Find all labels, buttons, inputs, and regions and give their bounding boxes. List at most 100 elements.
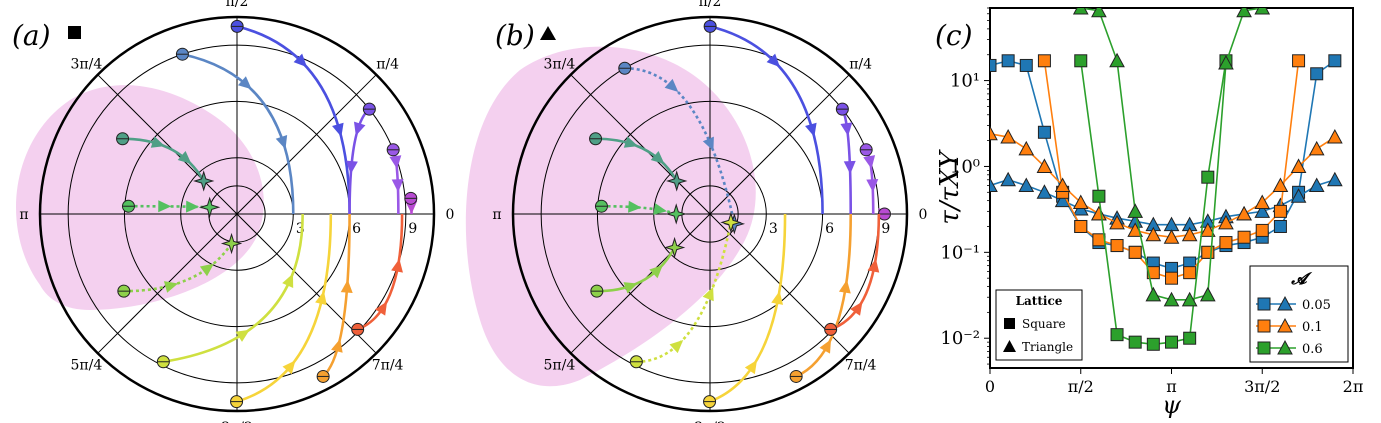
panel-a-trajectory bbox=[236, 213, 333, 403]
panel-b-angle-label: 3π/4 bbox=[544, 56, 576, 72]
x-tick-label: 3π/2 bbox=[1244, 377, 1280, 396]
data-point-square bbox=[1310, 67, 1324, 81]
data-point-square bbox=[1074, 54, 1088, 68]
y-tick-label: 10¹ bbox=[950, 71, 980, 92]
panel-b-trajectory-arrow bbox=[623, 136, 639, 148]
panel-b-fixed-point-star bbox=[720, 211, 742, 234]
panel-b-label: (b) bbox=[495, 19, 535, 52]
data-point-square bbox=[1037, 54, 1051, 68]
panel-b-angle-label: π/2 bbox=[699, 0, 722, 10]
panel-a-trajectory bbox=[182, 52, 295, 215]
panel-b-trajectory-arrow bbox=[805, 122, 817, 137]
legend-A-square bbox=[1257, 297, 1271, 311]
y-tick-label: 10⁻² bbox=[940, 328, 980, 349]
panel-a-angle-label: π bbox=[19, 207, 28, 223]
panel-b-trajectory-arrow bbox=[850, 301, 863, 316]
data-point-square bbox=[1001, 54, 1015, 68]
panel-a-trajectory-arrow bbox=[186, 200, 200, 213]
panel-a-label: (a) bbox=[12, 19, 51, 52]
panel-b-trajectory bbox=[624, 66, 736, 225]
data-point-triangle bbox=[1000, 128, 1016, 144]
panel-b-trajectory bbox=[830, 213, 881, 331]
panel-b-shaded-region bbox=[465, 46, 756, 387]
series-group bbox=[990, 8, 1343, 351]
data-point-triangle bbox=[990, 177, 998, 193]
data-point-triangle bbox=[1181, 226, 1198, 242]
panel-a-angle-label: 0 bbox=[446, 207, 455, 223]
data-point-triangle bbox=[990, 125, 998, 141]
panel-b-radial-label: 3 bbox=[769, 221, 778, 237]
data-point-triangle bbox=[1181, 291, 1198, 307]
x-tick-label: 2π bbox=[1343, 377, 1364, 396]
panel-a-trajectory-arrow bbox=[163, 281, 179, 293]
data-point-square bbox=[1219, 236, 1233, 250]
data-point-square bbox=[1110, 239, 1124, 253]
data-point-triangle bbox=[1236, 205, 1252, 221]
panel-b-trajectory bbox=[709, 25, 824, 215]
panel-a-angle-label: 5π/4 bbox=[71, 358, 103, 374]
panel-b-trajectory-arrow bbox=[702, 287, 714, 302]
panel-a-shaded-region bbox=[16, 85, 264, 310]
panel-a-trajectory bbox=[123, 242, 233, 293]
panel-a-radial-label: 3 bbox=[296, 221, 305, 237]
legend-A-label: 0.6 bbox=[1302, 342, 1323, 357]
square-marker-icon bbox=[68, 26, 81, 39]
panel-a-trajectory-arrow bbox=[235, 329, 250, 342]
panel-b-trajectory-arrow bbox=[843, 160, 856, 175]
panel-a-trajectory bbox=[236, 25, 351, 215]
data-point-square bbox=[1146, 266, 1160, 280]
panel-a-fixed-point-star bbox=[220, 232, 243, 255]
data-point-triangle bbox=[1272, 177, 1289, 193]
legend-A: 𝓐0.050.10.6 bbox=[1249, 265, 1349, 363]
panel-b-trajectory-arrow bbox=[628, 200, 642, 213]
panel-a-trajectory-arrow bbox=[391, 258, 403, 273]
data-point-square bbox=[1201, 170, 1215, 184]
data-point-triangle bbox=[1290, 158, 1307, 173]
data-point-triangle bbox=[1327, 171, 1343, 187]
data-point-square bbox=[1092, 189, 1106, 203]
x-tick-label: π/2 bbox=[1068, 377, 1094, 396]
legend-lattice-item: Square bbox=[1022, 317, 1066, 331]
data-point-triangle bbox=[1218, 214, 1234, 230]
data-point-triangle bbox=[1145, 286, 1162, 302]
legend-A-square bbox=[1257, 341, 1271, 355]
data-point-square bbox=[1110, 328, 1124, 342]
data-point-square bbox=[990, 58, 997, 72]
data-point-triangle bbox=[1308, 140, 1325, 156]
panel-a-trajectory-arrow bbox=[282, 273, 294, 288]
legend-A-triangle bbox=[1277, 317, 1293, 333]
panel-c-label: (c) bbox=[935, 19, 973, 52]
data-point-triangle bbox=[1163, 291, 1180, 307]
panel-b-trajectory-arrow bbox=[866, 179, 879, 193]
panel-a-trajectory-arrow bbox=[340, 279, 353, 294]
panel-a-trajectory-arrow bbox=[237, 76, 252, 90]
y-tick-label: 10⁰ bbox=[950, 156, 980, 177]
x-tick-label: 0 bbox=[985, 377, 995, 396]
panel-b-trajectory-arrow bbox=[669, 339, 684, 354]
panel-a-trajectory-arrow bbox=[332, 122, 344, 137]
panel-a-trajectory-arrow bbox=[331, 338, 343, 353]
panel-b-grid-spoke bbox=[709, 74, 850, 215]
data-point-triangle bbox=[1236, 8, 1252, 18]
legend-A-triangle bbox=[1277, 295, 1293, 311]
legend-square-icon bbox=[1004, 318, 1015, 329]
panel-a-trajectory-arrow bbox=[293, 53, 307, 68]
data-point-triangle bbox=[1109, 214, 1125, 230]
panel-a-trajectory bbox=[322, 213, 351, 378]
panel-b-trajectory-arrow bbox=[766, 53, 780, 68]
data-point-square bbox=[1037, 125, 1051, 139]
legend-A-label: 0.1 bbox=[1302, 320, 1323, 335]
panel-a-trajectory-arrow bbox=[199, 263, 214, 277]
panel-a-trajectory-arrow bbox=[375, 301, 388, 316]
data-point-triangle bbox=[1199, 286, 1216, 302]
legend-triangle-icon bbox=[1003, 340, 1016, 352]
data-point-triangle bbox=[1000, 171, 1016, 187]
data-point-square bbox=[1074, 219, 1088, 233]
legend-A-square bbox=[1257, 319, 1271, 333]
triangle-marker-icon bbox=[540, 26, 556, 40]
panel-a-radial-label: 6 bbox=[352, 221, 361, 237]
panel-b-trajectory-arrow bbox=[840, 122, 853, 137]
data-point-square bbox=[1273, 204, 1287, 218]
